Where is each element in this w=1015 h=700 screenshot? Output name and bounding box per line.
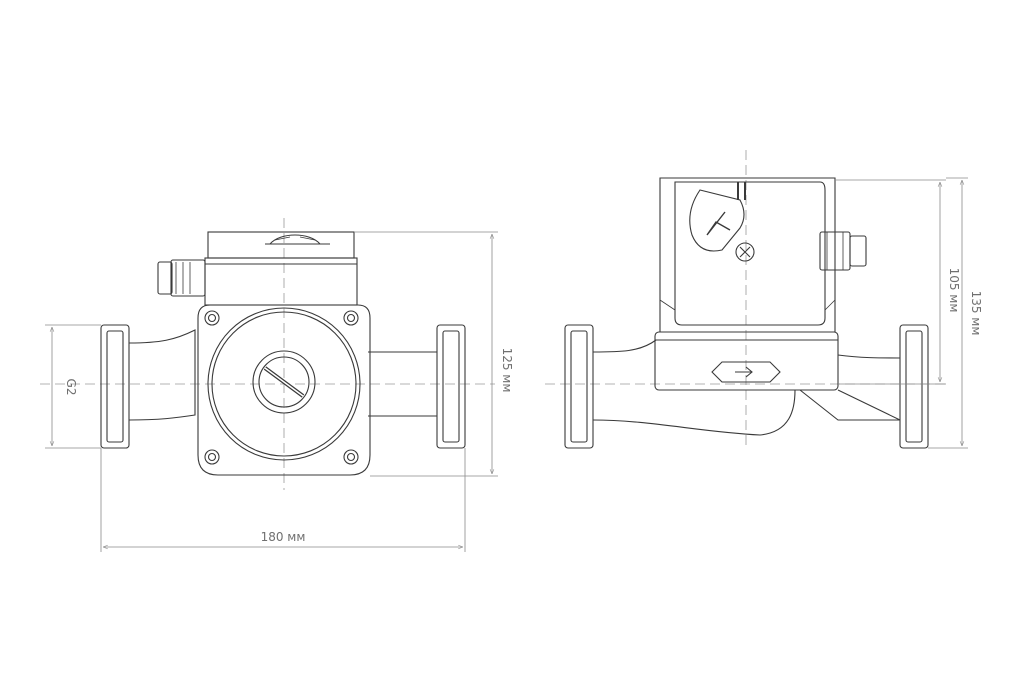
dim-body-height-label: 105 мм: [947, 268, 961, 313]
front-housing-plate: [197, 304, 371, 476]
dim-width-label: 180 мм: [261, 530, 306, 544]
front-vent-screw: [252, 350, 316, 414]
side-dimensions: [835, 177, 968, 449]
side-motor-housing: [659, 177, 836, 333]
front-housing-circle-inner: [211, 311, 357, 457]
front-motor-block: [204, 231, 358, 306]
side-speed-knob: [689, 189, 745, 252]
front-dimensions: [45, 231, 498, 552]
front-view: [40, 218, 495, 490]
dim-total-height-label: 135 мм: [969, 291, 983, 336]
side-cable-gland: [819, 231, 867, 271]
dim-thread-label: G2: [64, 379, 78, 396]
side-right-flange: [899, 324, 929, 449]
side-view: [545, 150, 945, 449]
side-left-flange: [564, 324, 594, 449]
side-pipes: [592, 339, 901, 436]
front-left-pipe: [128, 329, 196, 421]
front-right-flange: [436, 324, 466, 449]
front-right-pipe: [368, 351, 437, 417]
dim-height-label: 125 мм: [500, 348, 514, 393]
front-bolts: [204, 310, 359, 465]
side-screw: [735, 242, 755, 262]
side-base-block: [654, 331, 839, 391]
front-left-flange: [100, 324, 130, 449]
front-centerlines: [40, 218, 495, 490]
front-housing-circle: [207, 307, 361, 461]
front-cable-gland: [157, 259, 206, 297]
